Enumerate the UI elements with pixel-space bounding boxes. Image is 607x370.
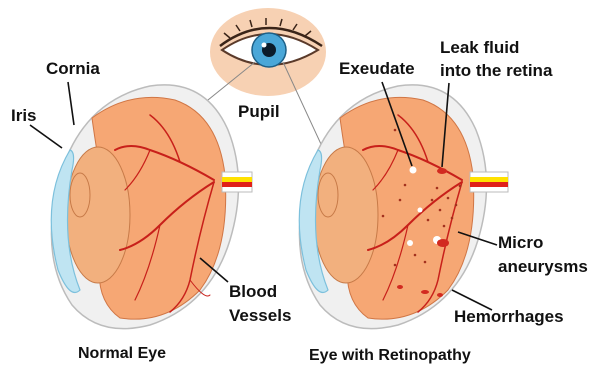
label-leak-fluid-line1: Leak fluid: [440, 38, 519, 57]
label-micro-line2: aneurysms: [498, 257, 588, 276]
label-cornia: Cornia: [46, 59, 100, 78]
label-iris: Iris: [11, 106, 37, 125]
retinopathy-eye: [299, 85, 508, 329]
normal-optic-red: [222, 182, 252, 187]
label-leak-fluid-line2: into the retina: [440, 61, 553, 80]
retinopathy-optic-yellow: [470, 177, 508, 182]
normal-optic-yellow: [222, 177, 252, 182]
caption-retinopathy-eye: Eye with Retinopathy: [309, 347, 471, 364]
label-exeudate: Exeudate: [339, 59, 415, 78]
caption-normal-eye: Normal Eye: [78, 345, 166, 362]
iris-leader: [30, 125, 62, 148]
label-blood-vessels-line2: Vessels: [229, 306, 291, 325]
normal-iris-bump: [70, 173, 90, 217]
eye-glint: [262, 43, 267, 48]
label-micro-line1: Micro: [498, 233, 543, 252]
cornia-leader: [68, 82, 74, 125]
label-blood-vessels-line1: Blood: [229, 282, 277, 301]
retinopathy-optic-red: [470, 182, 508, 187]
label-hemorrhages: Hemorrhages: [454, 307, 564, 326]
top-eye-illustration: [210, 8, 326, 96]
retinopathy-iris-bump: [318, 173, 338, 217]
label-pupil: Pupil: [238, 102, 280, 121]
normal-eye: [51, 85, 252, 329]
